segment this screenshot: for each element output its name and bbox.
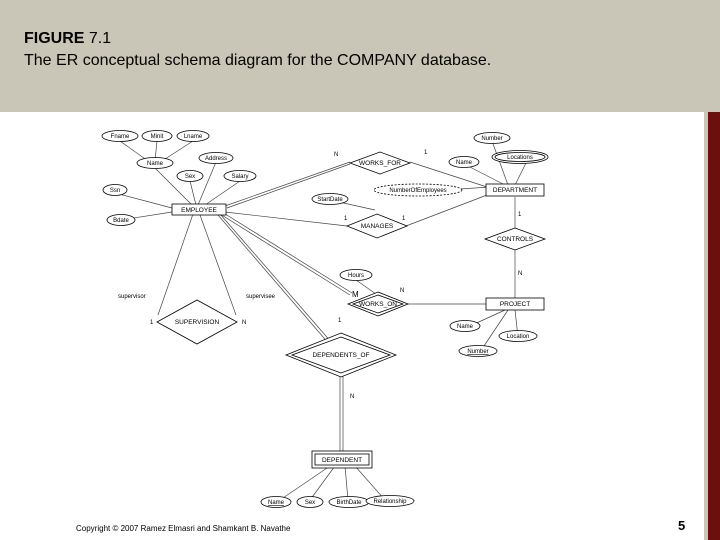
entity-dependent-label: DEPENDENT xyxy=(322,457,362,464)
rel-works-on xyxy=(346,291,410,317)
rel-dependents-of xyxy=(284,332,398,378)
page-number: 5 xyxy=(678,518,686,533)
attr-dep-sex-label: Sex xyxy=(305,500,315,506)
copyright-notice: Copyright © 2007 Ramez Elmasri and Shamk… xyxy=(76,524,291,533)
card-supervision-supervisee: N xyxy=(242,320,246,326)
role-supervisee: supervisee xyxy=(246,294,276,300)
attr-proj-number-label: Number xyxy=(467,349,488,355)
card-dependents-of-dep: N xyxy=(350,394,354,400)
rel-controls xyxy=(483,227,547,251)
title-bar: FIGURE 7.1 The ER conceptual schema diag… xyxy=(0,0,720,112)
attr-minit xyxy=(141,130,173,142)
attr-dept-name xyxy=(448,156,480,168)
attr-number-of-employees xyxy=(373,183,463,197)
attr-bdate-label: Bdate xyxy=(113,218,129,224)
rel-dependents-of-label: DEPENDENTS_OF xyxy=(312,352,369,359)
attr-sex-label: Sex xyxy=(185,174,195,180)
attr-relationship-label: Relationship xyxy=(373,499,407,505)
attr-minit-label: Minit xyxy=(151,134,164,140)
attr-location xyxy=(498,330,538,342)
card-manages-emp: 1 xyxy=(344,216,348,222)
rel-dependents-of-inner xyxy=(290,336,392,374)
attr-lname xyxy=(176,130,210,142)
entity-department-label: DEPARTMENT xyxy=(493,187,537,194)
attr-relationship xyxy=(365,495,415,507)
entity-department xyxy=(485,183,545,197)
attr-birth-date-label: BirthDate xyxy=(336,500,362,506)
card-works-for-dept: 1 xyxy=(424,150,428,156)
rel-manages-label: MANAGES xyxy=(361,223,394,230)
attr-dept-number xyxy=(473,132,511,144)
attr-locations-label: Locations xyxy=(507,155,533,161)
attr-salary-label: Salary xyxy=(231,174,248,180)
attr-start-date xyxy=(311,193,349,205)
attr-hours xyxy=(339,269,373,281)
side-bar-light xyxy=(704,112,708,540)
attr-locations xyxy=(494,152,546,162)
attr-salary xyxy=(223,170,257,182)
card-controls-proj: N xyxy=(518,271,522,277)
card-works-on-emp: M xyxy=(352,290,359,299)
figure-label: FIGURE 7.1 xyxy=(24,30,112,47)
entity-project xyxy=(485,297,545,311)
employee-attributes: Fname Minit Lname Name Address Sex Salar… xyxy=(101,130,257,226)
attr-dept-number-label: Number xyxy=(481,136,502,142)
attr-name xyxy=(136,157,174,169)
attr-ssn xyxy=(102,184,128,196)
attr-dep-name-label: Name xyxy=(268,500,285,506)
card-manages-dept: 1 xyxy=(402,216,406,222)
attr-sex xyxy=(176,170,204,182)
rel-works-on-inner xyxy=(351,294,405,314)
attr-dep-sex xyxy=(296,496,324,508)
card-controls-dept: 1 xyxy=(518,212,522,218)
card-dependents-of-emp: 1 xyxy=(338,318,342,324)
attr-proj-name-label: Name xyxy=(457,324,474,330)
attr-location-label: Location xyxy=(507,334,530,340)
figure-caption: The ER conceptual schema diagram for the… xyxy=(24,52,492,69)
card-works-for-emp: N xyxy=(334,152,338,158)
attr-number-of-employees-label: NumberOfEmployees xyxy=(389,188,446,194)
entity-employee xyxy=(171,203,227,216)
attr-start-date-label: StartDate xyxy=(317,197,343,203)
attr-fname xyxy=(101,130,139,142)
attr-address-label: Address xyxy=(205,156,227,162)
attr-bdate xyxy=(106,214,136,226)
attr-dept-name-label: Name xyxy=(456,160,473,166)
role-supervisor: supervisor xyxy=(118,294,146,300)
rel-works-for-label: WORKS_FOR xyxy=(359,160,401,167)
rel-supervision-label: SUPERVISION xyxy=(175,319,220,326)
rel-manages xyxy=(345,213,409,239)
rel-works-for xyxy=(348,151,412,175)
attr-proj-name xyxy=(449,320,481,332)
entity-project-label: PROJECT xyxy=(500,301,530,308)
card-supervision-supervisor: 1 xyxy=(150,320,154,326)
rel-works-on-label: WORKS_ON xyxy=(359,301,397,308)
attr-name-label: Name xyxy=(147,161,164,167)
card-works-on-proj: N xyxy=(400,288,404,294)
attr-hours-label: Hours xyxy=(348,273,364,279)
attr-lname-label: Lname xyxy=(184,134,203,140)
department-attributes: Number Name Locations NumberOfEmployees xyxy=(373,132,549,197)
attr-fname-label: Fname xyxy=(111,134,130,140)
entity-employee-label: EMPLOYEE xyxy=(181,207,217,214)
entity-dependent xyxy=(314,453,370,466)
side-bar xyxy=(708,112,720,540)
connectors xyxy=(114,140,528,501)
rel-controls-label: CONTROLS xyxy=(497,236,534,243)
rel-supervision xyxy=(156,299,238,345)
attr-dep-name xyxy=(260,496,292,508)
attr-proj-number xyxy=(458,345,498,357)
attr-ssn-label: Ssn xyxy=(110,188,120,194)
attr-address xyxy=(198,152,234,164)
